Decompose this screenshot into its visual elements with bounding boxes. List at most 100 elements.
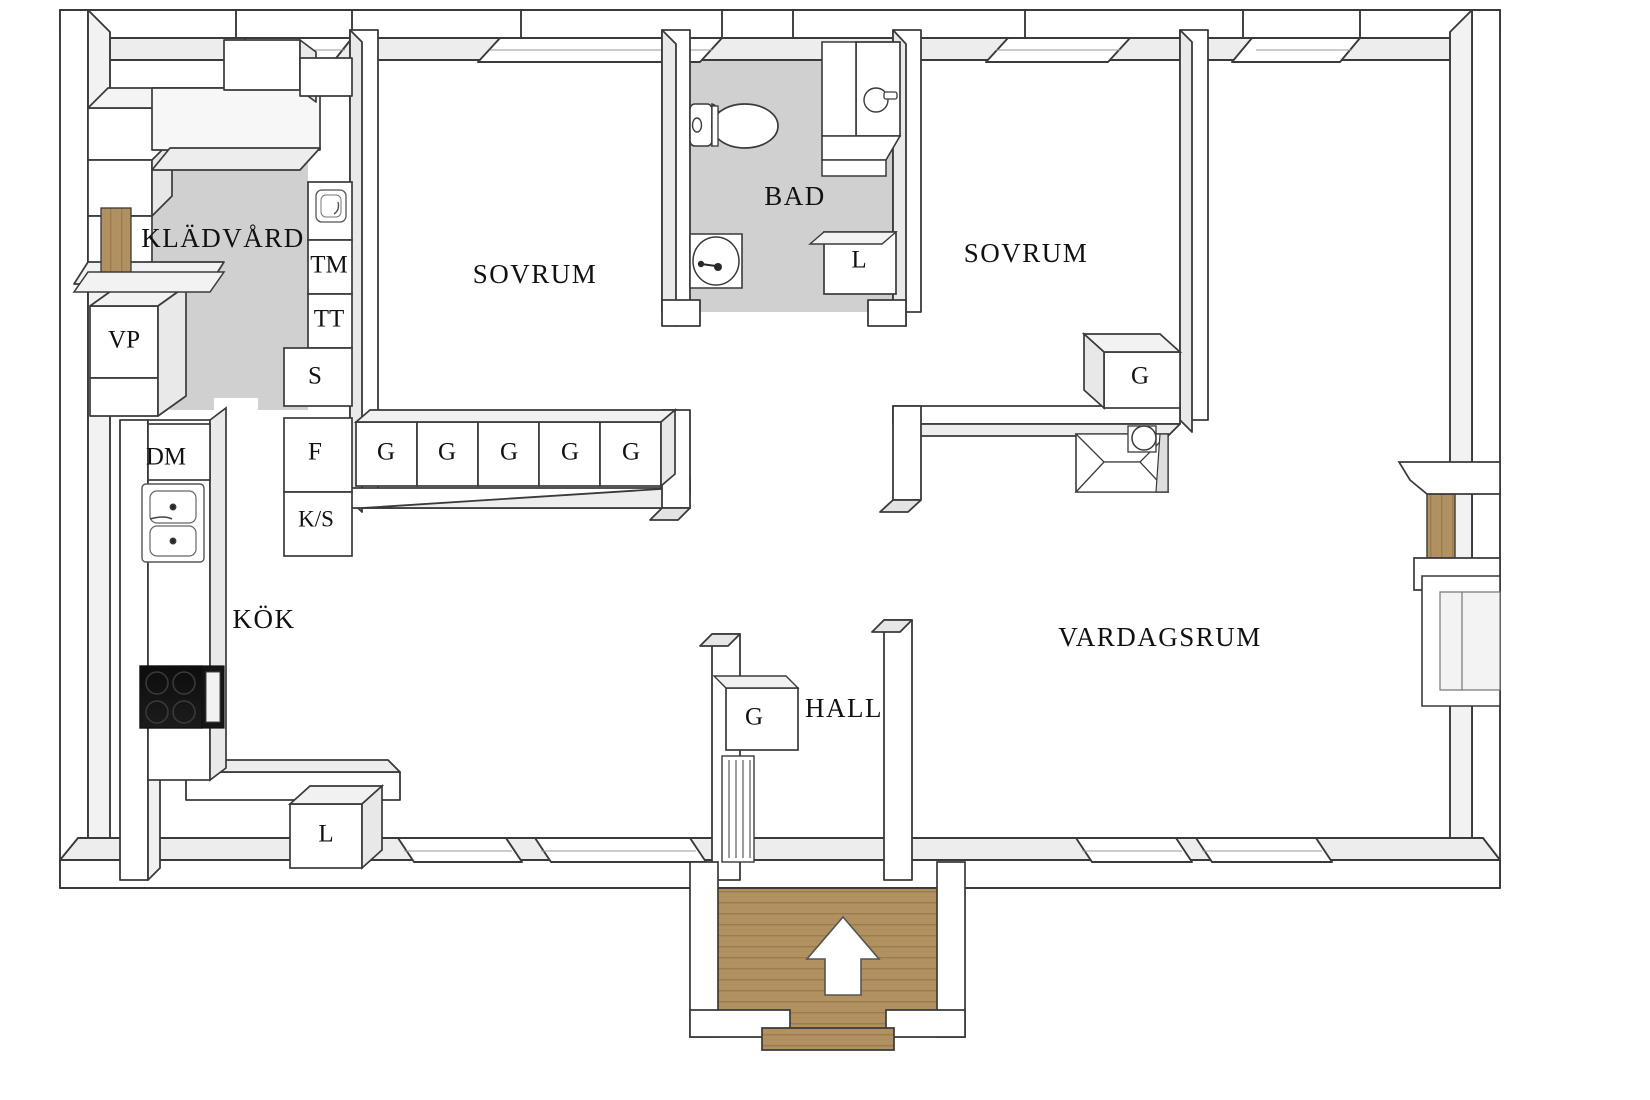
wall-sovrum-right-east-side <box>1179 29 1193 433</box>
window-top-2 <box>520 9 723 39</box>
g-box-3 <box>477 421 540 487</box>
hall-radiator <box>721 755 755 863</box>
balcony-frame-2 <box>1439 591 1501 691</box>
kitchen-fixtures <box>139 406 385 870</box>
entrance-up-arrow <box>805 915 881 996</box>
kladvard-door-wood <box>100 207 132 275</box>
washbasin-icon <box>689 233 743 289</box>
wall-bad-west-side <box>661 29 677 327</box>
tm-box <box>307 239 353 295</box>
vp-side-3d <box>157 285 187 417</box>
window-top-1 <box>235 9 353 39</box>
g-box-5 <box>599 421 662 487</box>
wall-sovrum-right-south-stub <box>892 405 922 501</box>
entrance-walls <box>689 861 966 1051</box>
bad-fixtures <box>689 41 902 295</box>
g-sovrum-box <box>1103 351 1181 409</box>
wall-sovrum-left-south-end-side <box>649 507 691 521</box>
wall-sovrum-right-south-stub-side <box>879 499 922 513</box>
fixture-label-s: S <box>308 363 322 390</box>
kladvard-top-run <box>223 39 301 91</box>
hall-fixtures <box>712 675 800 863</box>
fixture-label-l-kok: L <box>318 821 333 848</box>
wardrobe-run-side <box>660 408 676 488</box>
fixture-label-g-hall: G <box>745 704 763 731</box>
g-hall-box-top <box>712 675 800 689</box>
fixture-label-g4: G <box>561 439 579 466</box>
fixture-label-g5: G <box>622 439 640 466</box>
kladvard-top-run2 <box>299 57 353 97</box>
wall-bottom <box>59 859 1501 889</box>
fixture-label-f: F <box>308 439 322 466</box>
wall-hall-east <box>883 619 913 881</box>
floor-kladvard <box>153 155 308 410</box>
kok-sink-drain-2 <box>169 537 177 545</box>
wall-hall-west-top <box>699 633 741 647</box>
fixture-labels: VP TM TT S F K/S DM G G G G G L G G L <box>108 247 1149 848</box>
ks-box <box>283 491 353 557</box>
shower-cabinet <box>821 41 902 177</box>
entrance-floor-group <box>689 861 966 1038</box>
wall-left <box>59 9 89 889</box>
l-kok-box-side <box>361 784 383 870</box>
entrance-wall-bottom-r <box>885 1009 966 1038</box>
entrance-door-threshold <box>761 1027 895 1051</box>
kok-sink-drain-1 <box>169 503 177 511</box>
room-labels: KLÄDVÅRD SOVRUM BAD SOVRUM KÖK HALL VARD… <box>141 181 1262 723</box>
balcony-door-wood <box>1426 493 1456 559</box>
fixture-label-g1: G <box>377 439 395 466</box>
s-box <box>283 347 353 407</box>
room-label-kladvard: KLÄDVÅRD <box>141 223 305 253</box>
wardrobe-run-sovrum-left <box>353 408 678 488</box>
window-bottom-3 <box>1075 837 1193 863</box>
fixture-label-tt: TT <box>314 306 345 333</box>
balcony-door-group <box>1397 461 1501 707</box>
fixture-label-dm: DM <box>146 444 186 471</box>
laundry-sink-tap <box>333 201 340 215</box>
fixture-label-l-bad: L <box>851 247 866 274</box>
burner-3 <box>145 700 169 724</box>
window-bottom-1 <box>397 837 523 863</box>
wall-hall-east-top <box>871 619 913 633</box>
kok-sink-faucet <box>149 516 173 520</box>
kok-oven-handle <box>205 671 221 723</box>
sovrum-right-fixtures <box>1074 332 1183 493</box>
window-bottom-4 <box>1195 837 1333 863</box>
f-box <box>283 417 353 493</box>
room-label-vardagsrum: VARDAGSRUM <box>1058 622 1262 652</box>
wardrobe-run-top <box>353 409 678 423</box>
fixture-label-g3: G <box>500 439 518 466</box>
kladvard-shelf-a <box>151 87 321 151</box>
balcony-reveal-top <box>1397 461 1501 495</box>
vp-box-lower <box>89 377 159 417</box>
wall-right-inner <box>1449 9 1473 889</box>
room-label-sovrum-left: SOVRUM <box>473 259 598 289</box>
wall-bad-east-foot <box>867 299 907 327</box>
kladvard-shelf-b <box>151 147 321 171</box>
fixture-label-g-sovrum: G <box>1131 363 1149 390</box>
room-label-hall: HALL <box>805 693 883 723</box>
fireplace-icon <box>1074 425 1170 493</box>
wall-right <box>1471 9 1501 889</box>
burner-4 <box>172 700 196 724</box>
fixture-label-ks: K/S <box>298 506 334 531</box>
kladvard-door-ledge <box>72 271 226 293</box>
vp-cabinet <box>89 285 187 417</box>
g-hall-box <box>725 687 799 751</box>
fixture-label-g2: G <box>438 439 456 466</box>
tt-box <box>307 293 353 349</box>
window-top-4 <box>1242 9 1361 39</box>
kok-stove-cooktop <box>139 665 203 729</box>
window-bottom-2 <box>534 837 707 863</box>
g-box-1 <box>355 421 418 487</box>
room-label-sovrum-right: SOVRUM <box>964 238 1089 268</box>
fixture-label-vp: VP <box>108 327 140 354</box>
g-sovrum-box-side <box>1083 332 1105 410</box>
room-label-kok: KÖK <box>233 604 296 634</box>
burner-1 <box>145 671 169 695</box>
toilet-icon <box>689 103 779 149</box>
burner-2 <box>172 671 196 695</box>
wall-bad-west-foot <box>661 299 701 327</box>
